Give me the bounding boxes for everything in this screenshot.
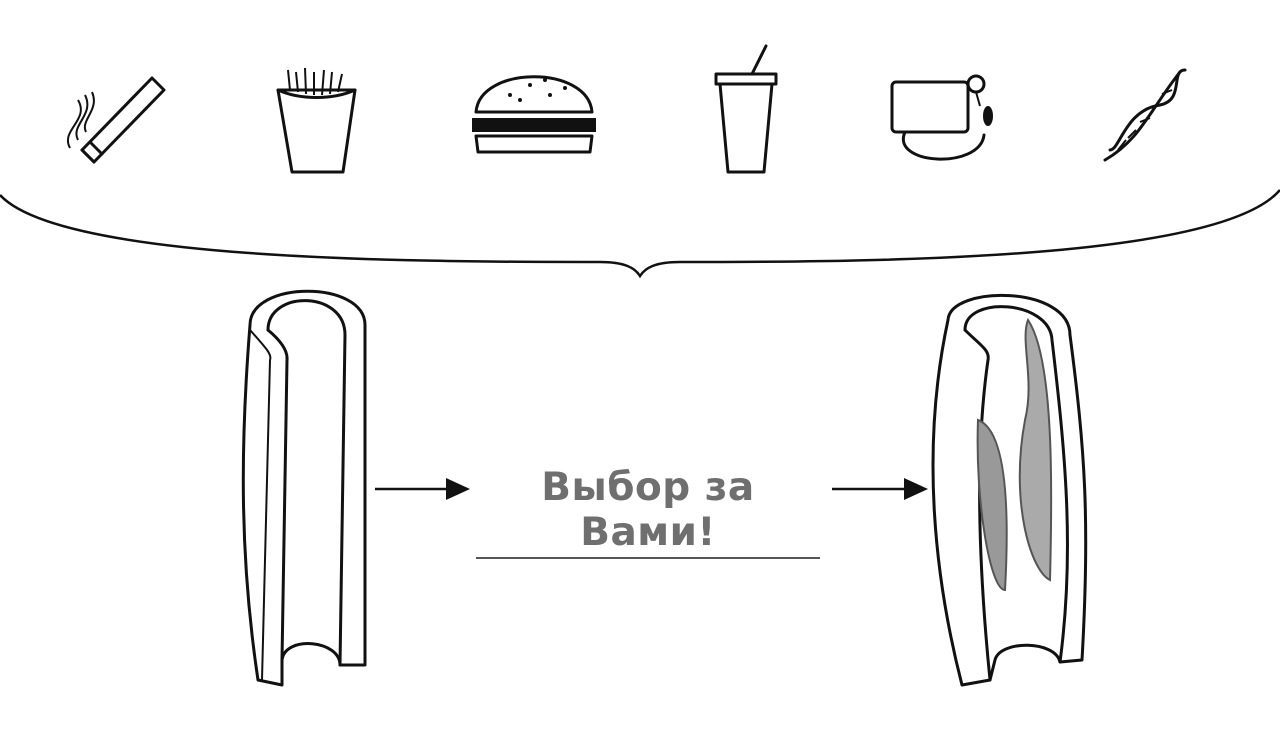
blood-pressure-monitor-icon bbox=[890, 74, 993, 161]
dna-icon bbox=[1103, 68, 1187, 162]
fries-icon bbox=[276, 67, 357, 174]
cigarette-icon bbox=[67, 76, 166, 164]
curly-brace bbox=[0, 189, 1280, 279]
healthy-artery bbox=[241, 289, 367, 687]
arrow-right bbox=[832, 478, 928, 500]
burger-icon bbox=[472, 75, 596, 154]
soda-cup-icon bbox=[714, 44, 778, 174]
plaque-artery bbox=[931, 293, 1088, 687]
arrow-left bbox=[375, 478, 470, 500]
caption-text: Выбор за Вами! bbox=[476, 465, 820, 559]
